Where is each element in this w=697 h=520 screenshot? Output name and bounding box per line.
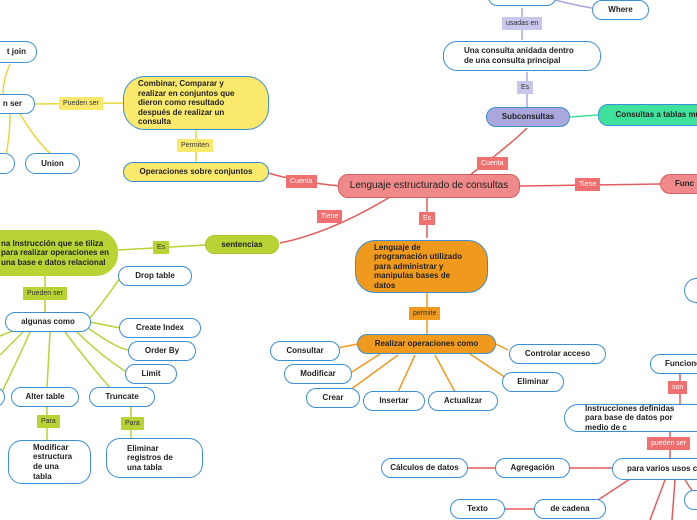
node-instruccion[interactable]: na Instrucción que se tiliza para realiz… (0, 230, 118, 276)
node-partial-top[interactable] (488, 0, 556, 6)
node-eliminar-registros[interactable]: Eliminar registros de una tabla (106, 438, 203, 478)
node-actualizar[interactable]: Actualizar (428, 391, 498, 411)
node-eliminar[interactable]: Eliminar (502, 372, 564, 392)
node-outer-join[interactable]: t join (0, 41, 37, 63)
link-label-cuenta-left: Cuenta (286, 175, 317, 188)
node-combinar[interactable]: Combinar, Comparar y realizar en conjunt… (123, 76, 269, 130)
link-label-tiene-right: Tiene (575, 178, 601, 191)
node-calculos[interactable]: Cálculos de datos (381, 458, 468, 478)
link-label-son: son (668, 381, 688, 394)
node-funciones-red[interactable]: Func (660, 174, 697, 194)
node-de-cadena[interactable]: de cadena (534, 499, 606, 519)
node-join-en-ser[interactable]: n ser (0, 94, 35, 114)
node-partial-left[interactable] (0, 153, 15, 174)
central-topic[interactable]: Lenguaje estructurado de consultas (338, 174, 520, 198)
link-label-cuenta-right: Cuenta (477, 157, 508, 170)
node-modificar[interactable]: Modificar (284, 364, 352, 384)
node-crear[interactable]: Crear (306, 388, 360, 408)
node-consulta-anidada[interactable]: Una consulta anidada dentro de una consu… (443, 41, 601, 71)
node-funciones[interactable]: Funcione (650, 354, 697, 374)
node-operaciones-conjuntos[interactable]: Operaciones sobre conjuntos (123, 162, 269, 182)
link-label-pueden-ser-right: pueden ser (647, 437, 691, 450)
node-union[interactable]: Union (25, 153, 80, 174)
node-where[interactable]: Where (592, 0, 649, 20)
link-label-usadas-en: usadas en (502, 17, 543, 30)
link-label-tiene-left: Tiene (317, 210, 343, 223)
link-label-permiten: Permiten (177, 139, 214, 152)
link-label-es-sub: Es (517, 81, 534, 94)
node-texto[interactable]: Texto (450, 499, 505, 519)
node-create-index[interactable]: Create Index (119, 318, 201, 338)
link-label-pueden-ser-top: Pueden ser (59, 97, 103, 110)
node-order-by[interactable]: Order By (128, 341, 196, 361)
node-drop-table[interactable]: Drop table (118, 266, 192, 286)
node-algunas-como[interactable]: algunas como (5, 312, 91, 332)
link-label-para-truncate: Para (121, 417, 144, 430)
link-label-pueden-ser-left: Pueden ser (23, 287, 67, 300)
node-varios-usos[interactable]: para varios usos c (612, 458, 697, 480)
link-label-es-sentencias: Es (153, 241, 170, 254)
node-realizar-operaciones[interactable]: Realizar operaciones como (357, 334, 496, 354)
node-subconsultas[interactable]: Subconsultas (486, 107, 570, 127)
node-controlar-acceso[interactable]: Controlar acceso (509, 344, 606, 364)
node-limit[interactable]: Limit (125, 364, 177, 384)
link-label-es-down: Es (419, 212, 436, 225)
node-insertar[interactable]: Insertar (363, 391, 425, 411)
node-alter-table[interactable]: Alter table (11, 387, 79, 407)
node-sentencias[interactable]: sentencias (205, 235, 279, 254)
node-lenguaje-programacion[interactable]: Lenguaje de programación utilizado para … (355, 240, 488, 293)
node-partial-right-b[interactable] (684, 490, 697, 510)
link-label-permite: permite (409, 307, 441, 320)
link-label-para-alter: Para (37, 415, 60, 428)
node-consultas-tablas[interactable]: Consultas a tablas mu (598, 104, 697, 126)
node-consultar[interactable]: Consultar (270, 341, 340, 361)
node-modificar-estructura[interactable]: Modificar estructura de una tabla (8, 440, 91, 484)
node-instrucciones-definidas[interactable]: Instrucciones definidas para base de dat… (564, 404, 697, 432)
node-truncate[interactable]: Truncate (89, 387, 155, 407)
node-agregacion[interactable]: Agregación (495, 458, 570, 478)
